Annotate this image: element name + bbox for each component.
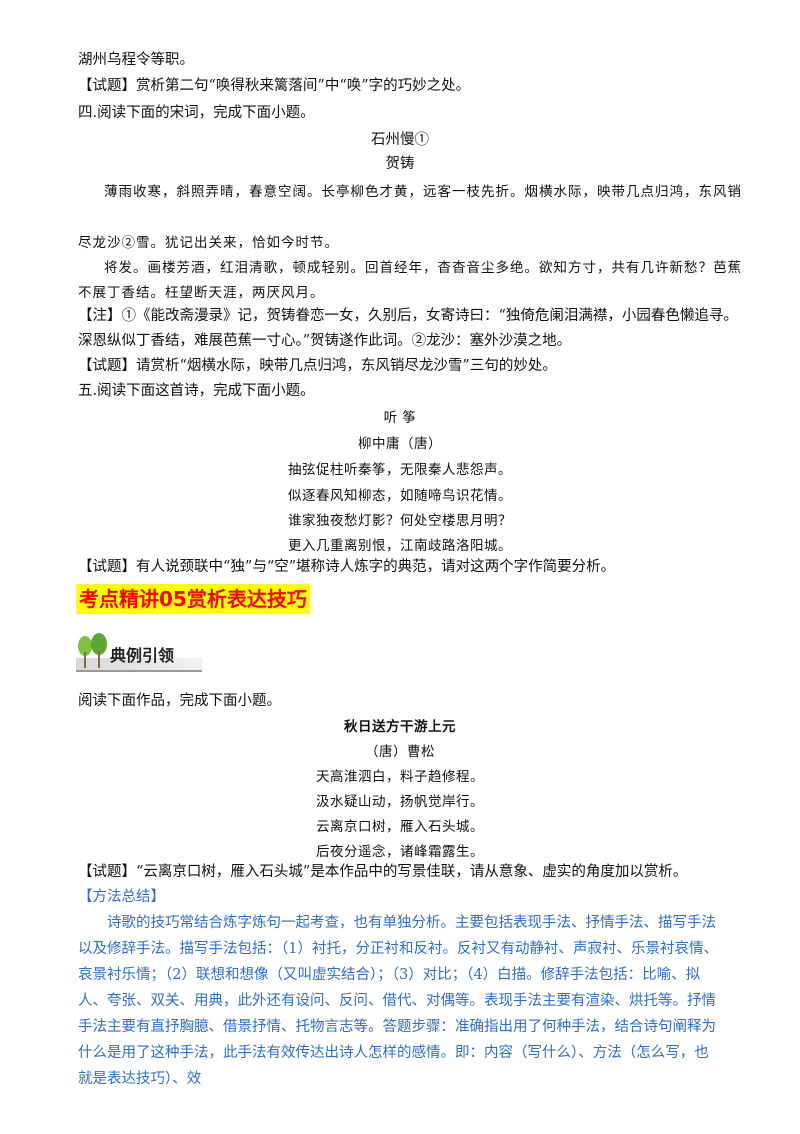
- example-question: 【试题】“云离京口树，雁入石头城”是本作品中的写景佳联，请从意象、虚实的角度加以…: [78, 864, 688, 880]
- banner-title: 典例引领: [110, 646, 175, 665]
- example-banner: 典例引领: [76, 632, 202, 672]
- section-four-heading: 四.阅读下面的宋词，完成下面小题。: [78, 105, 315, 121]
- tree-icon: [78, 633, 107, 668]
- poem-line-4: 更入几重离别恨，江南歧路洛阳城。: [288, 538, 512, 554]
- poem-title: 听 筝: [383, 410, 417, 426]
- poem-line-3: 谁家独夜愁灯影？何处空楼思月明？: [288, 513, 512, 529]
- example-intro: 阅读下面作品，完成下面小题。: [78, 693, 281, 709]
- example-poem-line-4: 后夜分遥念，诸峰霜露生。: [316, 844, 484, 860]
- poem-line-2: 似逐春风知柳态，如随啼鸟识花情。: [288, 488, 512, 504]
- example-poem-line-2: 汲水疑山动，扬帆觉岸行。: [316, 794, 484, 810]
- method-summary-label: 【方法总结】: [78, 889, 165, 905]
- example-poem-line-1: 天高淮泗白，料子趋修程。: [316, 769, 484, 785]
- example-poem-author: （唐）曹松: [365, 744, 435, 760]
- text-line: 湖州乌程令等职。: [78, 52, 194, 68]
- question-4: 【试题】请赏析“烟横水际，映带几点归鸿，东风销尽龙沙雪”三句的妙处。: [78, 358, 557, 374]
- section-five-heading: 五.阅读下面这首诗，完成下面小题。: [78, 383, 315, 399]
- example-poem-title: 秋日送方干游上元: [344, 719, 456, 735]
- poem-line-1: 抽弦促柱听秦筝，无限秦人悲怨声。: [288, 462, 512, 478]
- note-line-2: 深恩纵似丁香结，难展芭蕉一寸心。”贺铸遂作此词。②龙沙：塞外沙漠之地。: [78, 333, 572, 349]
- example-poem-line-3: 云离京口树，雁入石头城。: [316, 819, 484, 835]
- poem-author: 柳中庸（唐）: [358, 436, 442, 452]
- ci-line-3: 将发。画楼芳酒，红泪清歌，顿成轻别。回首经年，杳杳音尘多绝。欲知方寸，共有几许新…: [104, 260, 742, 276]
- ci-author: 贺铸: [385, 156, 415, 172]
- ci-line-2: 尽龙沙②雪。犹记出关来，恰如今时节。: [78, 235, 339, 251]
- ci-line-1: 薄雨收寒，斜照弄晴，春意空阔。长亭柳色才黄，远客一枝先折。烟横水际，映带几点归鸿…: [104, 184, 742, 200]
- banner-bar: [76, 658, 202, 672]
- question-5: 【试题】有人说颈联中“独”与“空”堪称诗人炼字的典范，请对这两个字作简要分析。: [78, 559, 616, 575]
- question-3: 【试题】赏析第二句“唤得秋来篱落间”中“唤”字的巧妙之处。: [78, 78, 471, 94]
- section-heading: 考点精讲05赏析表达技巧: [76, 584, 310, 614]
- ci-title: 石州慢①: [371, 132, 429, 148]
- note-line-1: 【注】①《能改斋漫录》记，贺铸眷恋一女，久别后，女寄诗曰：“独倚危阑泪满襟，小园…: [78, 308, 738, 324]
- ci-line-4: 不展丁香结。枉望断天涯，两厌风月。: [78, 285, 325, 301]
- method-summary-text: 诗歌的技巧常结合炼字炼句一起考查，也有单独分析。主要包括表现手法、抒情手法、描写…: [78, 915, 718, 1087]
